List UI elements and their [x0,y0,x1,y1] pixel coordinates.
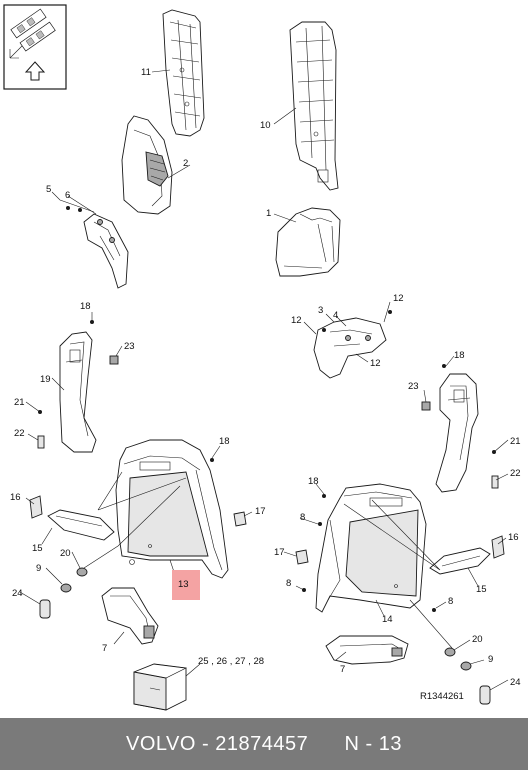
part-24-plug-left [39,599,51,619]
callout-19: 19 [40,374,51,385]
page-code: N - 13 [344,732,402,755]
callout-12b: 12 [291,315,302,326]
callout-2: 2 [183,158,188,169]
part-20-nut-left [76,567,88,577]
callout-12a: 12 [393,293,404,304]
callout-1: 1 [266,208,271,219]
part-25-box-kit [133,663,188,711]
callout-7a: 7 [102,643,107,654]
callout-25-28: 25 , 26 , 27 , 28 [198,656,264,667]
callout-24b: 24 [510,677,521,688]
callout-15a: 15 [32,543,43,554]
callout-17a: 17 [255,506,266,517]
leader-lines [19,69,509,691]
separator: - [195,732,216,755]
part-19-pillar-trim [59,331,97,453]
callout-21a: 21 [14,397,25,408]
part-17-clip-left [233,511,247,527]
callout-14: 14 [382,614,393,625]
callout-23b: 23 [408,381,419,392]
callout-18c: 18 [308,476,319,487]
callout-6: 6 [65,190,70,201]
part-2-speaker-housing [121,115,173,215]
callout-5: 5 [46,184,51,195]
callout-9b: 9 [488,654,493,665]
part-16-clip-right [491,535,505,559]
part-23-nut-left [109,355,119,365]
footer-text: VOLVO - 21874457 N - 13 [126,733,402,756]
orientation-icon [3,4,67,90]
part-number: 21874457 [215,732,309,755]
part-22-clip-right [491,475,499,489]
part-20-nut-right [444,647,456,657]
part-7-storage-tray-right [325,635,409,665]
reference-number: R1344261 [420,691,464,702]
part-9-nut-left [60,583,72,593]
part-22-clip-left [37,435,45,449]
callout-4: 4 [333,310,338,321]
callout-22a: 22 [14,428,25,439]
callout-24a: 24 [12,588,23,599]
callout-7b: 7 [340,664,345,675]
part-3-bracket [313,317,387,379]
part-15-trim-strip-right [429,547,491,575]
callout-15b: 15 [476,584,487,595]
callout-10: 10 [260,120,271,131]
callout-17b: 17 [274,547,285,558]
callout-18b: 18 [219,436,230,447]
part-17-clip-right [295,549,309,565]
part-11-liner-panel [162,9,205,137]
callout-16a: 16 [10,492,21,503]
callout-18a: 18 [80,301,91,312]
part-13-side-panel [115,439,229,579]
part-23-nut-right [421,401,431,411]
callout-20a: 20 [60,548,71,559]
callout-8c: 8 [448,596,453,607]
callout-18d: 18 [454,350,465,361]
callout-16b: 16 [508,532,519,543]
part-15-trim-strip [47,509,115,541]
callout-13: 13 [178,579,189,590]
callout-3: 3 [318,305,323,316]
callout-8a: 8 [300,512,305,523]
part-9-nut-right [460,661,472,671]
callout-22b: 22 [510,468,521,479]
parts-diagram: 1 2 3 4 5 6 7 7 8 8 8 9 9 10 11 12 12 12… [3,4,521,711]
callout-labels: 1 2 3 4 5 6 7 7 8 8 8 9 9 10 11 12 12 12… [10,67,521,702]
callout-21b: 21 [510,436,521,447]
spacer [308,733,344,755]
callout-9a: 9 [36,563,41,574]
footer-bar: VOLVO - 21874457 N - 13 [0,718,528,770]
callout-11: 11 [141,67,151,78]
screw-dots [38,206,496,612]
part-16-clip-left [29,495,43,519]
callout-8b: 8 [286,578,291,589]
part-5-bracket [83,213,129,289]
callout-23a: 23 [124,341,135,352]
part-24-plug-right [479,685,491,705]
brand-label: VOLVO [125,732,196,755]
part-19-pillar-trim-right [435,373,479,493]
part-14-side-panel [315,483,427,613]
part-1-lamp-unit [275,207,341,277]
callout-12c: 12 [370,358,381,369]
callout-20b: 20 [472,634,483,645]
part-10-liner-panel [289,21,339,191]
highlight-box [172,570,200,600]
part-7-storage-tray [101,587,159,645]
